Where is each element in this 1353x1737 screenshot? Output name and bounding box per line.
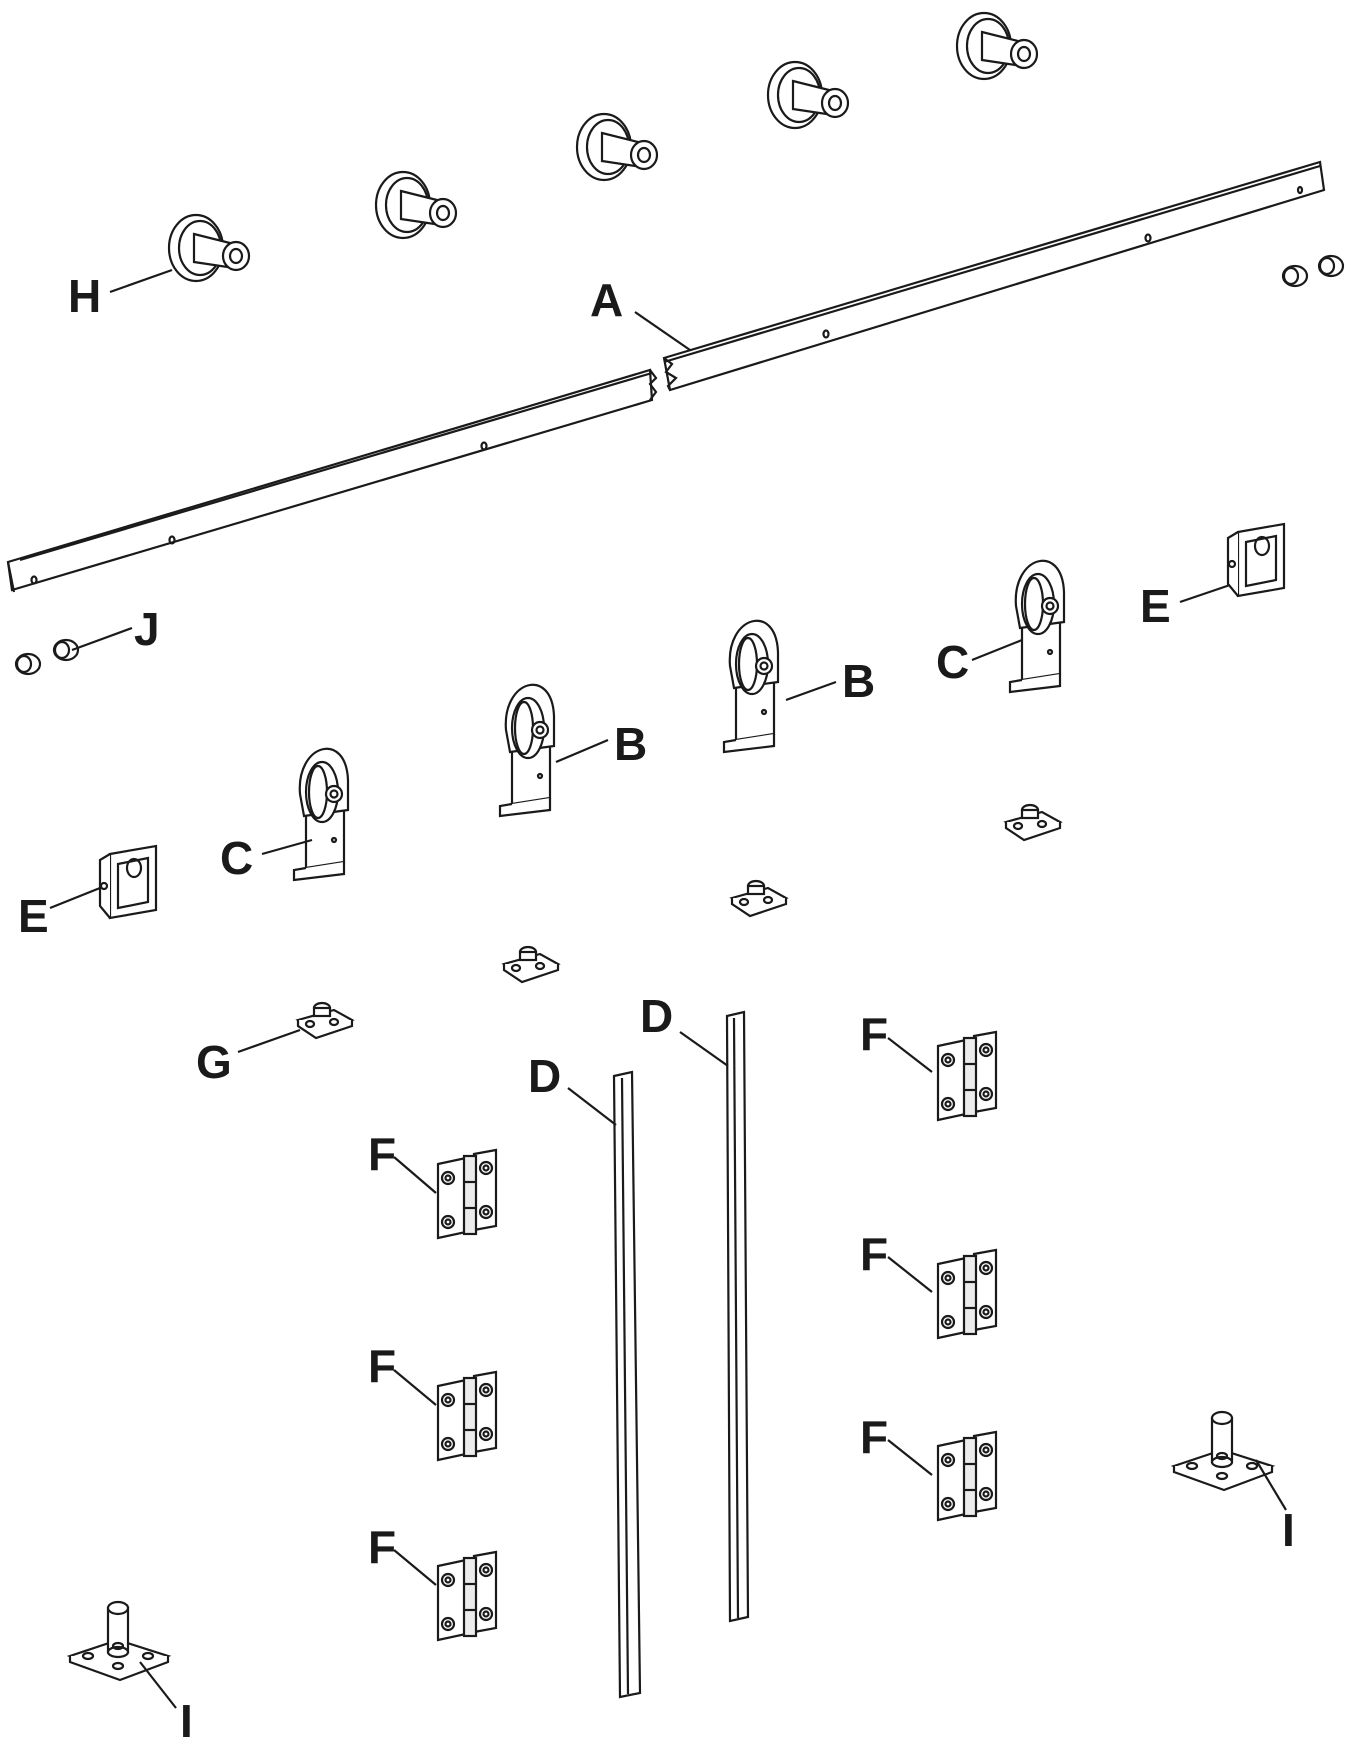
rail-right-half xyxy=(662,160,1326,392)
end-caps-j xyxy=(14,254,1345,676)
rail-a xyxy=(6,160,1326,593)
label-d: D xyxy=(640,990,673,1042)
wall-spacer xyxy=(766,60,850,130)
anti-jump-blocks-g xyxy=(295,803,1063,1040)
hinges-f xyxy=(436,1030,998,1642)
leader-lines xyxy=(49,268,1287,1709)
label-i: I xyxy=(1282,1504,1295,1556)
wall-spacers-h xyxy=(167,11,1039,283)
label-e: E xyxy=(18,890,49,942)
label-f: F xyxy=(368,1340,396,1392)
part-labels: H A J E E C B B C G D D F F F F F F I I xyxy=(18,270,1295,1737)
label-h: H xyxy=(68,270,101,322)
anti-jump-block xyxy=(501,945,561,984)
roller-hanger-c xyxy=(292,747,350,882)
label-f: F xyxy=(860,1411,888,1463)
label-c: C xyxy=(220,832,253,884)
roller-hanger-c xyxy=(1008,559,1066,694)
wall-spacer xyxy=(575,112,659,182)
hinge xyxy=(936,1248,998,1340)
roller-hangers xyxy=(292,559,1066,882)
wall-spacer xyxy=(374,170,458,240)
label-c: C xyxy=(936,636,969,688)
label-f: F xyxy=(860,1008,888,1060)
hinge xyxy=(436,1370,498,1462)
end-stop xyxy=(98,844,158,920)
floor-guide xyxy=(66,1600,172,1682)
hinge xyxy=(436,1148,498,1240)
hinge xyxy=(936,1030,998,1122)
label-f: F xyxy=(368,1128,396,1180)
end-cap xyxy=(14,652,42,676)
roller-hanger-b xyxy=(498,683,556,818)
anti-jump-block xyxy=(1003,803,1063,842)
label-b: B xyxy=(842,655,875,707)
label-a: A xyxy=(590,274,623,326)
label-e: E xyxy=(1140,580,1171,632)
flat-bars-d xyxy=(612,1010,750,1699)
end-cap xyxy=(1281,264,1309,288)
wall-spacer xyxy=(167,213,251,283)
label-d: D xyxy=(528,1050,561,1102)
anti-jump-block xyxy=(295,1001,355,1040)
label-f: F xyxy=(368,1521,396,1573)
floor-guides-i xyxy=(66,1410,1276,1682)
roller-hanger-b xyxy=(722,619,780,754)
label-j: J xyxy=(134,603,160,655)
end-stops-e xyxy=(98,522,1286,920)
wall-spacer xyxy=(955,11,1039,81)
hinge xyxy=(436,1550,498,1642)
label-f: F xyxy=(860,1228,888,1280)
end-cap xyxy=(52,638,80,662)
floor-guide xyxy=(1170,1410,1276,1492)
anti-jump-block xyxy=(729,879,789,918)
end-cap xyxy=(1317,254,1345,278)
label-i: I xyxy=(180,1695,193,1737)
rail-left-half xyxy=(6,368,658,593)
label-b: B xyxy=(614,718,647,770)
flat-bar xyxy=(612,1070,642,1699)
flat-bar xyxy=(725,1010,750,1623)
hinge xyxy=(936,1430,998,1522)
end-stop xyxy=(1226,522,1286,598)
label-g: G xyxy=(196,1036,232,1088)
